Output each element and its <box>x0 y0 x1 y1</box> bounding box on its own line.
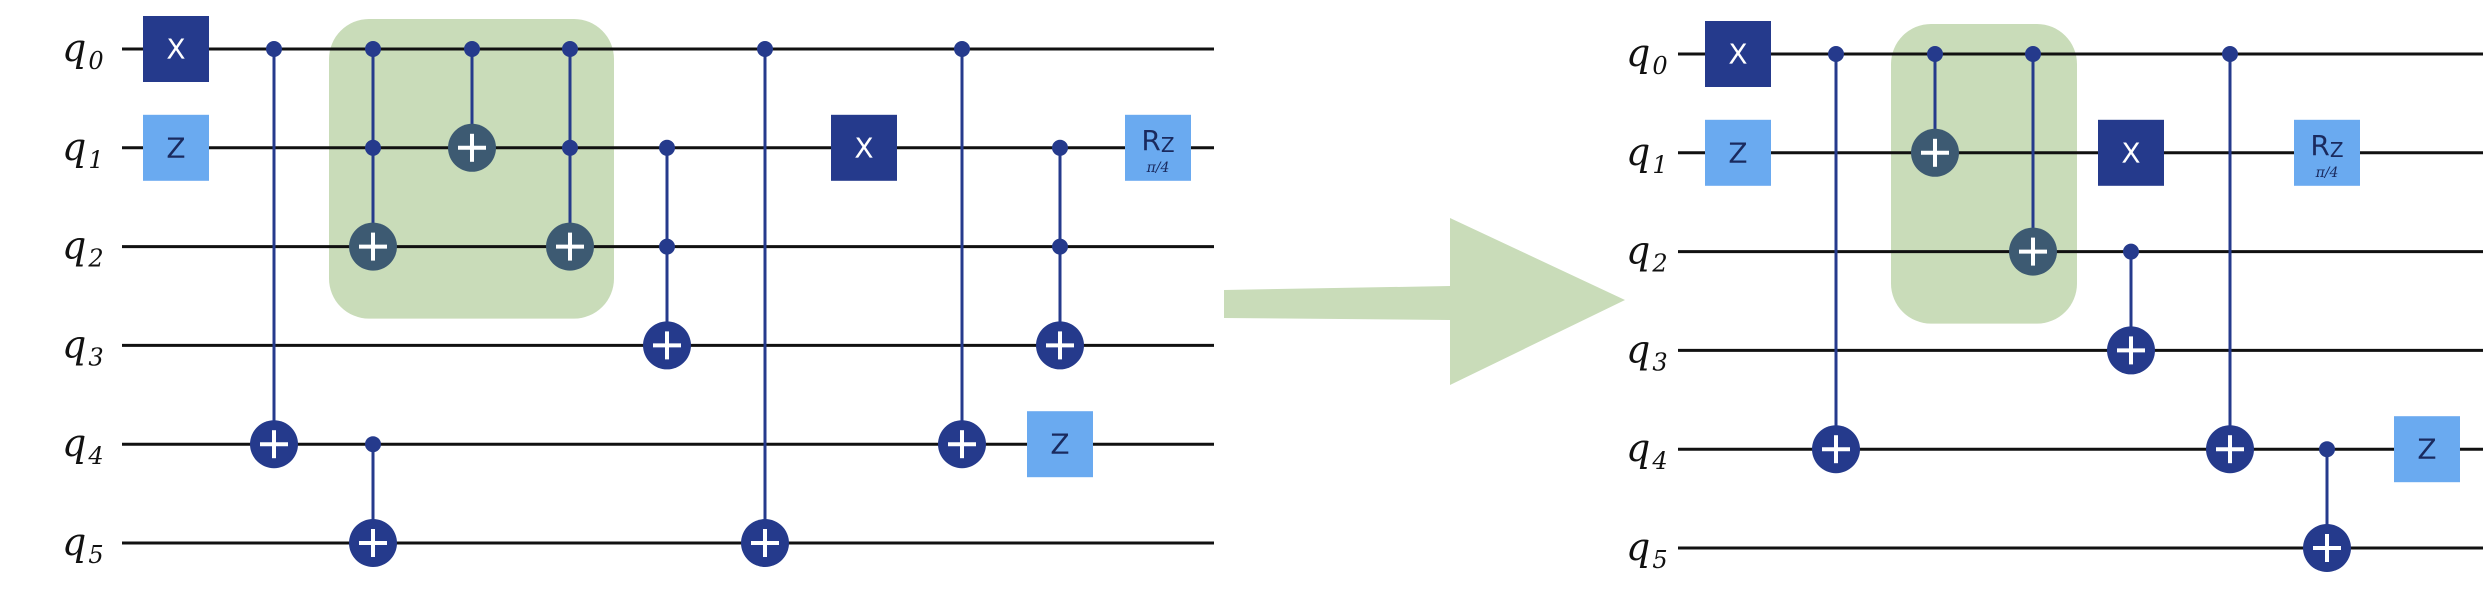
control-dot <box>2123 243 2139 260</box>
transform-arrow <box>1224 218 1625 385</box>
z-gate-label: Z <box>1050 428 1069 461</box>
qubit-label: q0 <box>1626 31 1668 80</box>
qubit-label-base: q <box>1626 31 1650 75</box>
x-gate-label: X <box>1728 38 1747 71</box>
qubit-label: q3 <box>1626 327 1668 376</box>
z-gate <box>143 114 209 181</box>
qubit-label-sub: 0 <box>1652 52 1667 80</box>
control-dot <box>2025 46 2041 62</box>
x-gate <box>143 16 209 82</box>
qubit-label-sub: 1 <box>1652 151 1667 179</box>
rz-gate <box>2294 119 2360 186</box>
qubit-label-sub: 5 <box>1652 546 1667 574</box>
qubit-label-sub: 2 <box>1651 250 1667 278</box>
qubit-label: q1 <box>1626 130 1668 179</box>
z-gate <box>1705 119 1771 186</box>
rz-gate-label: RZ <box>1141 123 1174 157</box>
control-dot <box>659 238 675 255</box>
control-dot <box>464 41 480 57</box>
control-dot <box>1828 46 1844 62</box>
qubit-label: q3 <box>62 322 104 371</box>
z-gate <box>2394 416 2460 483</box>
qubit-label: q4 <box>62 421 104 470</box>
qubit-label-base: q <box>1626 327 1650 371</box>
qubit-label-sub: 5 <box>88 541 103 569</box>
control-dot <box>365 436 381 453</box>
x-gate-label: X <box>166 33 185 66</box>
rz-gate-label-sub: Z <box>2330 138 2344 162</box>
qubit-label-base: q <box>62 224 86 268</box>
control-dot <box>1052 238 1068 255</box>
qubit-label: q2 <box>1626 229 1668 278</box>
arrow-shape <box>1224 218 1625 385</box>
control-dot <box>562 139 578 156</box>
control-dot <box>365 41 381 57</box>
qubit-label: q1 <box>62 125 104 174</box>
x-gate-label: X <box>2121 136 2140 169</box>
rz-gate-label-main: R <box>1141 123 1160 156</box>
z-gate-label: Z <box>1728 136 1747 169</box>
qubit-label-sub: 4 <box>87 442 103 470</box>
qubit-label-sub: 2 <box>87 245 103 273</box>
qubit-label: q0 <box>62 26 104 75</box>
qubit-label-sub: 3 <box>88 343 103 371</box>
control-dot <box>954 41 970 57</box>
control-dot <box>2222 46 2238 62</box>
control-dot <box>365 139 381 156</box>
qubit-label-base: q <box>62 421 86 465</box>
highlight-block <box>1891 24 2077 324</box>
control-dot <box>2319 441 2335 458</box>
control-dot <box>1052 139 1068 156</box>
qubit-label-sub: 4 <box>1651 447 1667 475</box>
x-gate-label: X <box>854 131 873 164</box>
qubit-label-base: q <box>62 322 86 366</box>
control-dot <box>266 41 282 57</box>
rz-gate-param: π/4 <box>1146 160 1170 176</box>
qubit-label-sub: 0 <box>88 47 103 75</box>
x-gate <box>831 114 897 181</box>
control-dot <box>562 41 578 57</box>
rz-gate-label-sub: Z <box>1161 133 1175 157</box>
rz-gate-label: RZ <box>2310 128 2343 162</box>
rz-gate-param: π/4 <box>2315 165 2339 181</box>
x-gate <box>1705 21 1771 87</box>
qubit-label-base: q <box>62 26 86 70</box>
z-gate-label: Z <box>166 131 185 164</box>
qubit-label-base: q <box>62 520 86 564</box>
qubit-label: q2 <box>62 224 104 273</box>
rz-gate-label-main: R <box>2310 128 2329 161</box>
qubit-label: q5 <box>62 520 104 569</box>
z-gate-label: Z <box>2417 433 2436 466</box>
qubit-label: q5 <box>1626 525 1668 574</box>
qubit-label-sub: 3 <box>1652 348 1667 376</box>
control-dot <box>1927 46 1943 62</box>
qubit-label-sub: 1 <box>88 146 103 174</box>
rz-gate <box>1125 114 1191 181</box>
z-gate <box>1027 411 1093 478</box>
qubit-label: q4 <box>1626 426 1668 475</box>
qubit-label-base: q <box>62 125 86 169</box>
control-dot <box>757 41 773 57</box>
qubit-label-base: q <box>1626 229 1650 273</box>
qubit-label-base: q <box>1626 130 1650 174</box>
qubit-label-base: q <box>1626 426 1650 470</box>
qubit-label-base: q <box>1626 525 1650 569</box>
x-gate <box>2098 119 2164 186</box>
control-dot <box>659 139 675 156</box>
